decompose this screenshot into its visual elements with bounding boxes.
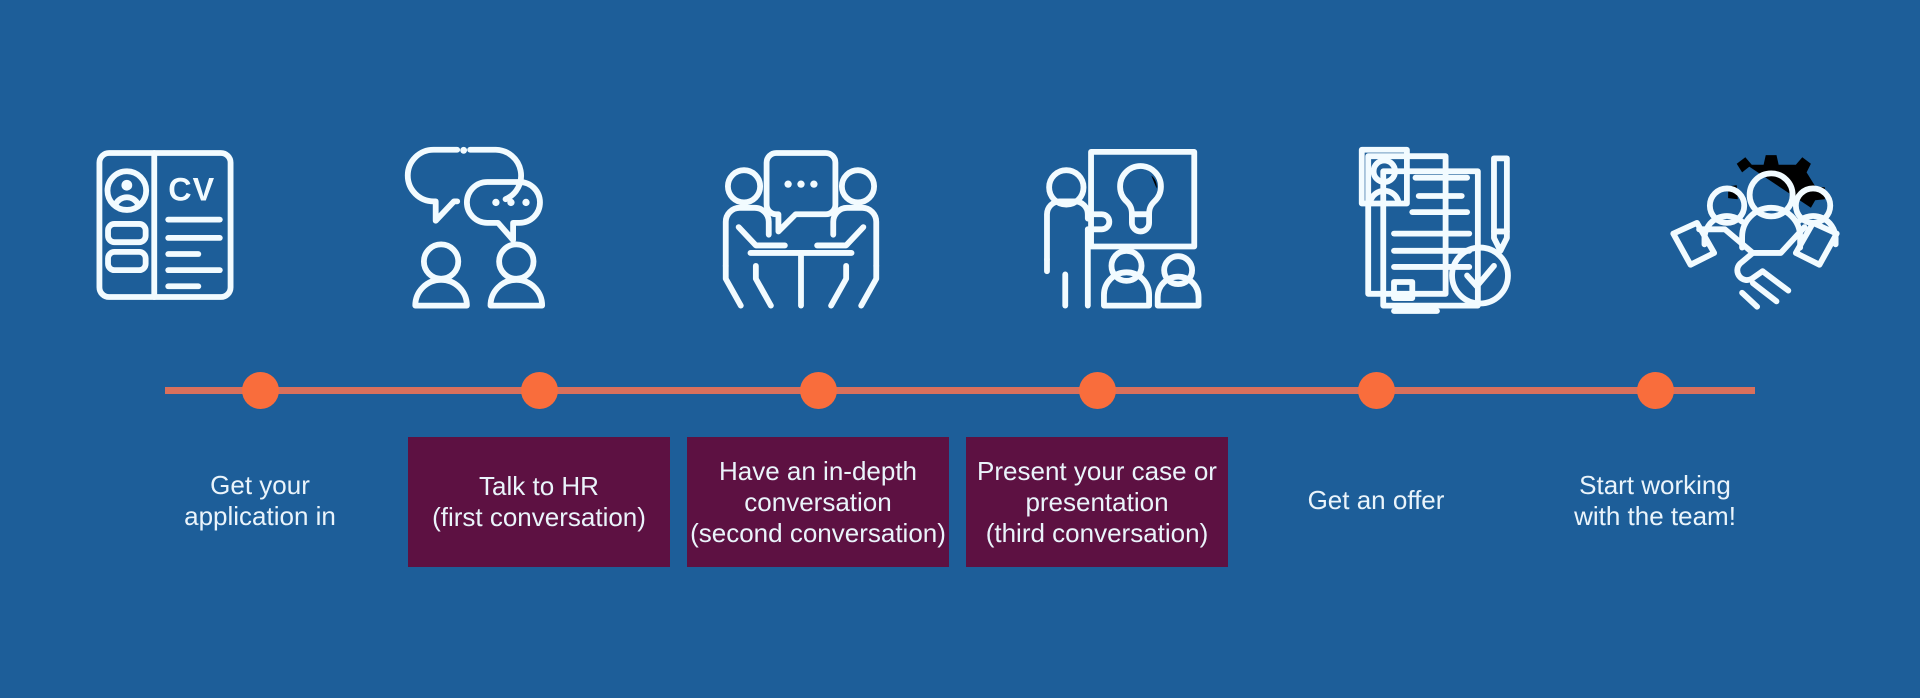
step-label-5: Get an offer [1245, 485, 1507, 516]
step-label-3: Have an in-depth conversation (second co… [687, 437, 949, 567]
step-icon-1: CV [70, 130, 260, 320]
step-label-5-line-1: Get an offer [1307, 485, 1445, 515]
contract-signed-check-icon [1358, 146, 1511, 314]
step-label-6: Start working with the team! [1524, 470, 1786, 532]
timeline-dot-2[interactable] [520, 372, 558, 409]
timeline-dot-3[interactable] [799, 372, 837, 409]
handshake-team-gear-icon [1670, 155, 1840, 310]
step-label-6-line-1: Start working [1579, 470, 1731, 500]
timeline-dot-4[interactable] [1078, 372, 1116, 409]
timeline-dot-5[interactable] [1357, 372, 1395, 409]
meeting-table-conversation-icon [722, 150, 880, 309]
timeline-track [165, 387, 1755, 394]
step-icon-5 [1342, 130, 1532, 320]
step-icon-3 [706, 130, 896, 320]
step-label-4-line-3: (third conversation) [985, 517, 1209, 548]
step-label-1: Get your application in [129, 470, 391, 532]
presentation-lightbulb-icon [1044, 148, 1202, 309]
timeline-dot-6[interactable] [1636, 372, 1674, 409]
step-label-1-line-2: application in [184, 501, 336, 531]
cv-document-icon: CV [96, 150, 234, 300]
step-label-4: Present your case or presentation (third… [966, 437, 1228, 567]
step-label-4-line-2: presentation [1025, 486, 1169, 517]
step-label-4-line-1: Present your case or [977, 455, 1217, 486]
step-label-2-line-1: Talk to HR [479, 471, 599, 501]
step-label-3-line-2: conversation [744, 486, 892, 517]
step-label-3-line-3: (second conversation) [690, 517, 946, 548]
icon-row: CV [96, 130, 1840, 320]
step-label-2: Talk to HR (first conversation) [408, 437, 670, 567]
speech-bubbles-two-people-icon [404, 146, 546, 309]
step-label-6-line-2: with the team! [1574, 501, 1736, 531]
step-icon-6 [1660, 130, 1850, 320]
step-icon-4 [1024, 130, 1214, 320]
step-icon-2 [388, 130, 578, 320]
timeline-dot-1[interactable] [241, 372, 279, 409]
step-label-1-line-1: Get your [210, 470, 310, 500]
step-label-2-line-2: (first conversation) [432, 502, 646, 532]
cv-label: CV [168, 171, 215, 207]
step-label-3-line-1: Have an in-depth [718, 455, 918, 486]
